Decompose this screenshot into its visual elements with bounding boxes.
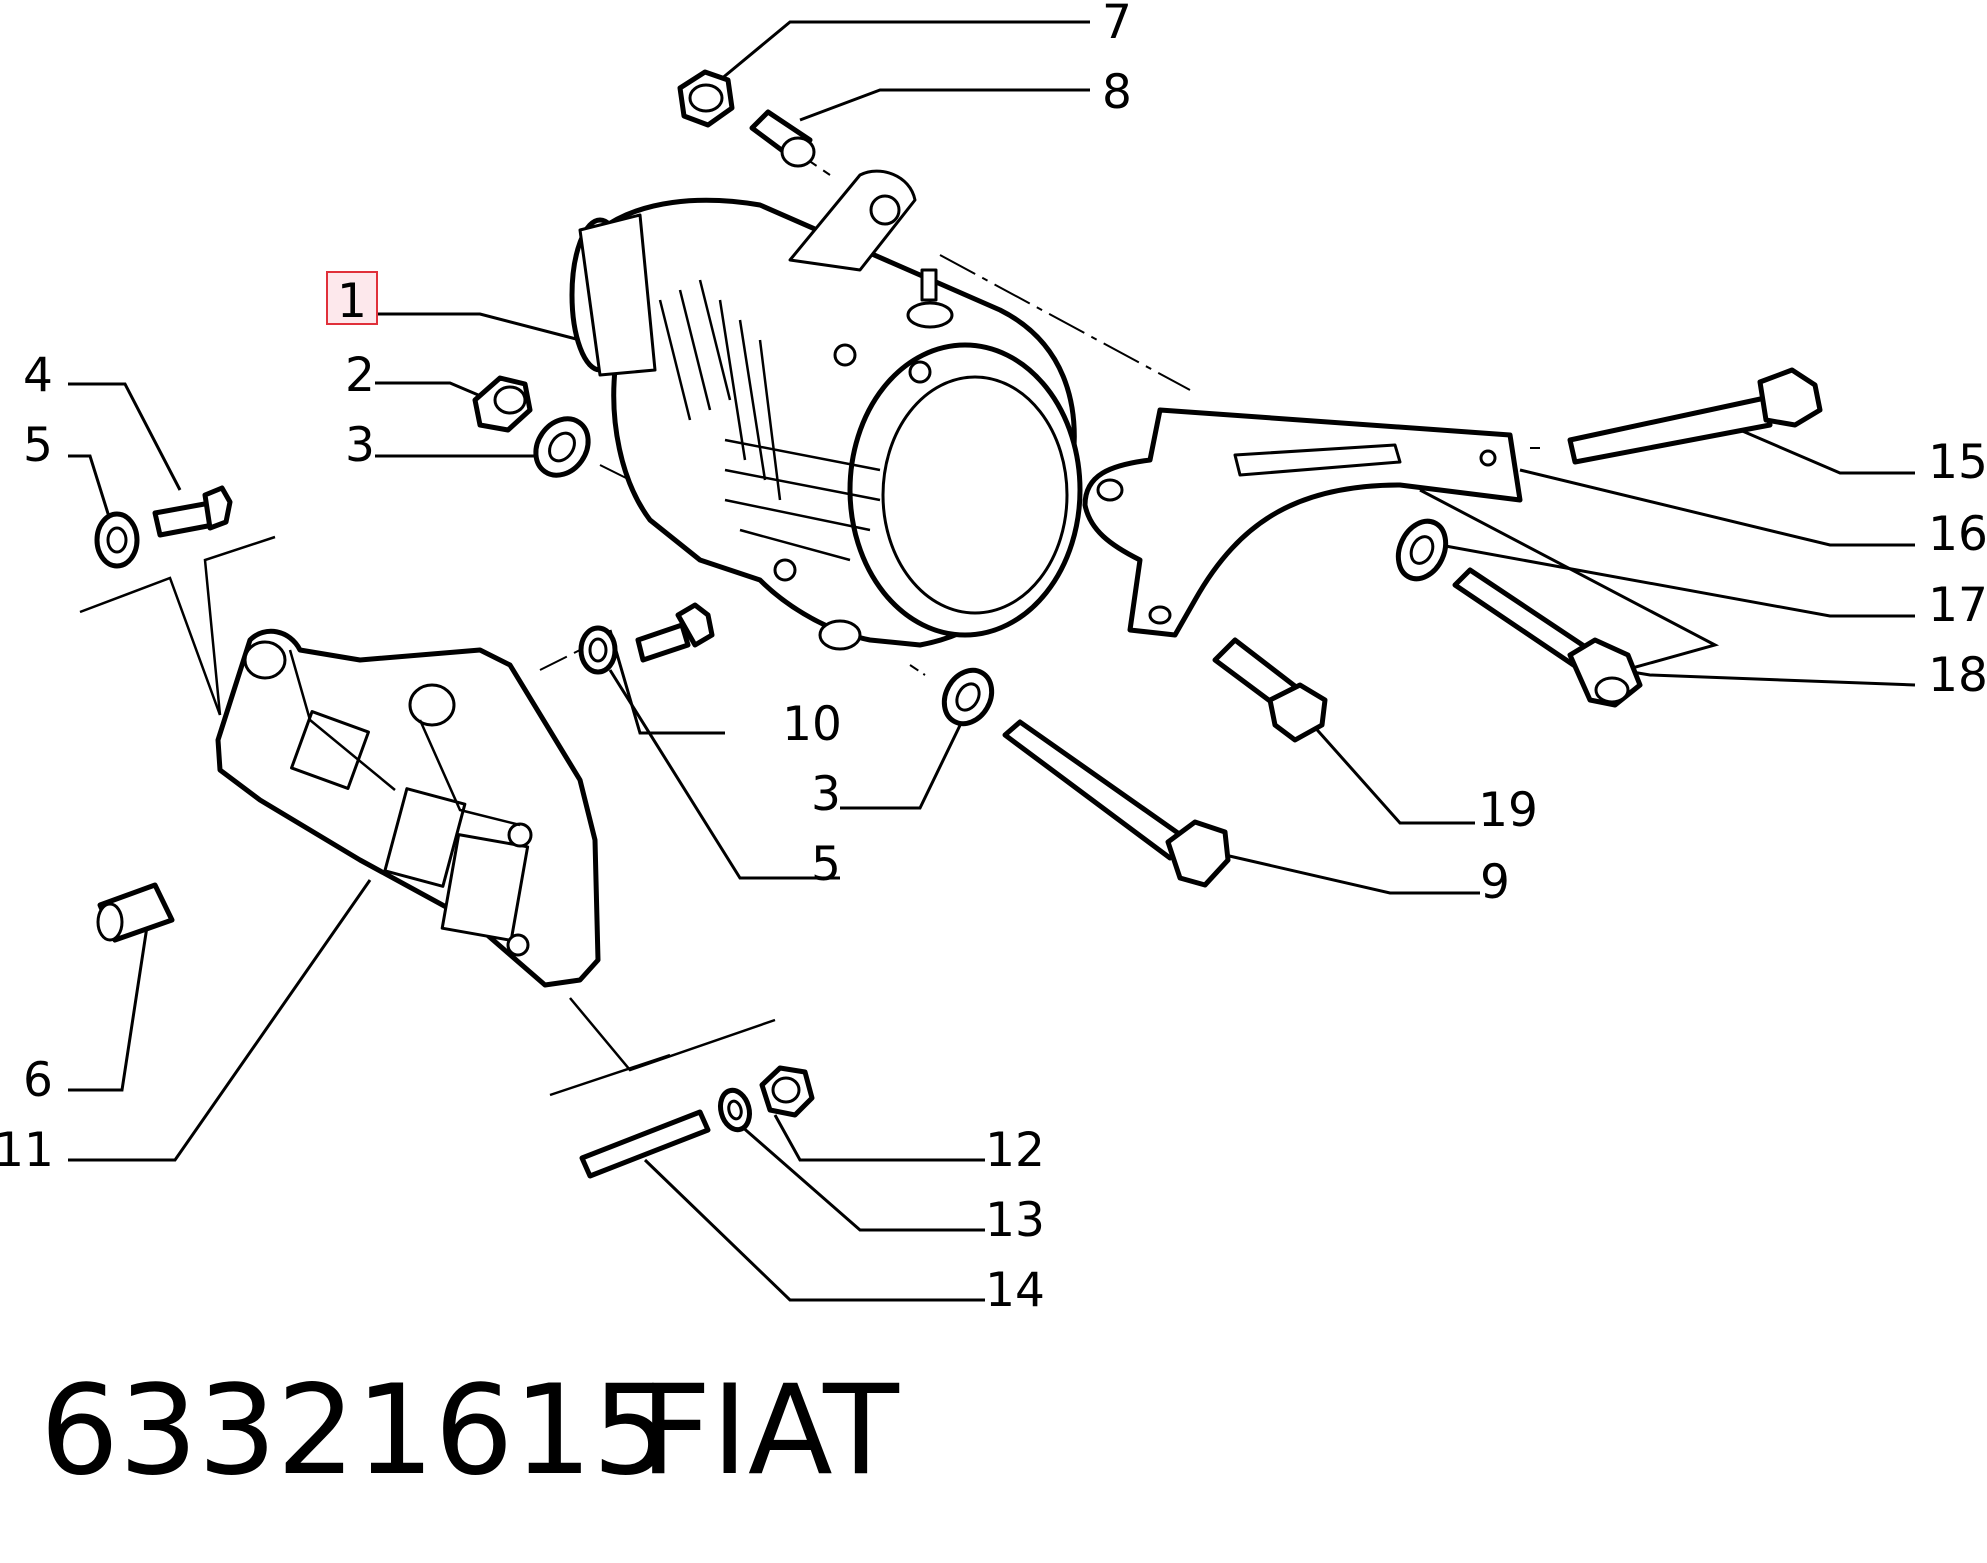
callout-19[interactable]: 19 xyxy=(1478,783,1538,838)
part-2-nut xyxy=(472,375,533,433)
callout-3-lower[interactable]: 3 xyxy=(811,767,841,822)
callout-labels: 1 2 3 4 5 6 7 8 9 10 3 5 11 12 13 14 15 … xyxy=(0,0,1987,1318)
callout-1-highlight-box xyxy=(326,271,378,325)
part-11-bracket xyxy=(215,628,601,988)
callout-9[interactable]: 9 xyxy=(1480,855,1510,910)
callout-17[interactable]: 17 xyxy=(1928,578,1987,633)
leader-lines xyxy=(68,20,1916,1302)
part-19-bolt xyxy=(1212,637,1328,743)
part-6-dowel xyxy=(96,882,175,943)
caption: 63321615 FIAT xyxy=(40,1359,900,1503)
part-7-nut xyxy=(677,69,735,128)
part-8-spacer xyxy=(749,109,816,168)
part-18-bolt xyxy=(1452,567,1643,708)
callout-8[interactable]: 8 xyxy=(1102,65,1132,120)
caption-part-number: 63321615 xyxy=(40,1359,671,1503)
part-9-bolt xyxy=(1002,719,1231,888)
part-15-bolt xyxy=(1567,367,1823,465)
part-14-stud xyxy=(579,1109,711,1179)
part-5-washer-middle xyxy=(578,625,618,675)
part-1-alternator xyxy=(569,169,1083,651)
callout-3-upper[interactable]: 3 xyxy=(345,418,375,473)
callout-5-middle[interactable]: 5 xyxy=(811,837,841,892)
callout-12[interactable]: 12 xyxy=(985,1123,1045,1178)
caption-brand: FIAT xyxy=(640,1359,900,1503)
callout-6[interactable]: 6 xyxy=(23,1053,53,1108)
assembly-guide-lines xyxy=(79,157,1540,1097)
callout-1[interactable]: 1 xyxy=(337,274,367,329)
callout-16[interactable]: 16 xyxy=(1928,507,1987,562)
callout-18[interactable]: 18 xyxy=(1928,648,1987,703)
callout-4[interactable]: 4 xyxy=(23,348,53,403)
callout-14[interactable]: 14 xyxy=(985,1263,1045,1318)
callout-2[interactable]: 2 xyxy=(345,348,375,403)
part-13-washer xyxy=(718,1087,752,1133)
callout-5-left[interactable]: 5 xyxy=(23,418,53,473)
callout-7[interactable]: 7 xyxy=(1102,0,1132,50)
callout-11[interactable]: 11 xyxy=(0,1123,54,1178)
part-4-bolt xyxy=(152,485,233,538)
part-3-washer-upper xyxy=(533,416,591,478)
part-5-washer-left xyxy=(94,511,140,569)
part-12-nut xyxy=(759,1065,815,1118)
callout-10[interactable]: 10 xyxy=(782,697,842,752)
part-16-adjusting-bracket xyxy=(1082,407,1523,638)
callout-15[interactable]: 15 xyxy=(1928,435,1987,490)
part-17-washer xyxy=(1395,518,1449,582)
callout-13[interactable]: 13 xyxy=(985,1193,1045,1248)
part-3-washer-lower xyxy=(941,667,995,727)
part-10-bolt xyxy=(635,602,715,663)
